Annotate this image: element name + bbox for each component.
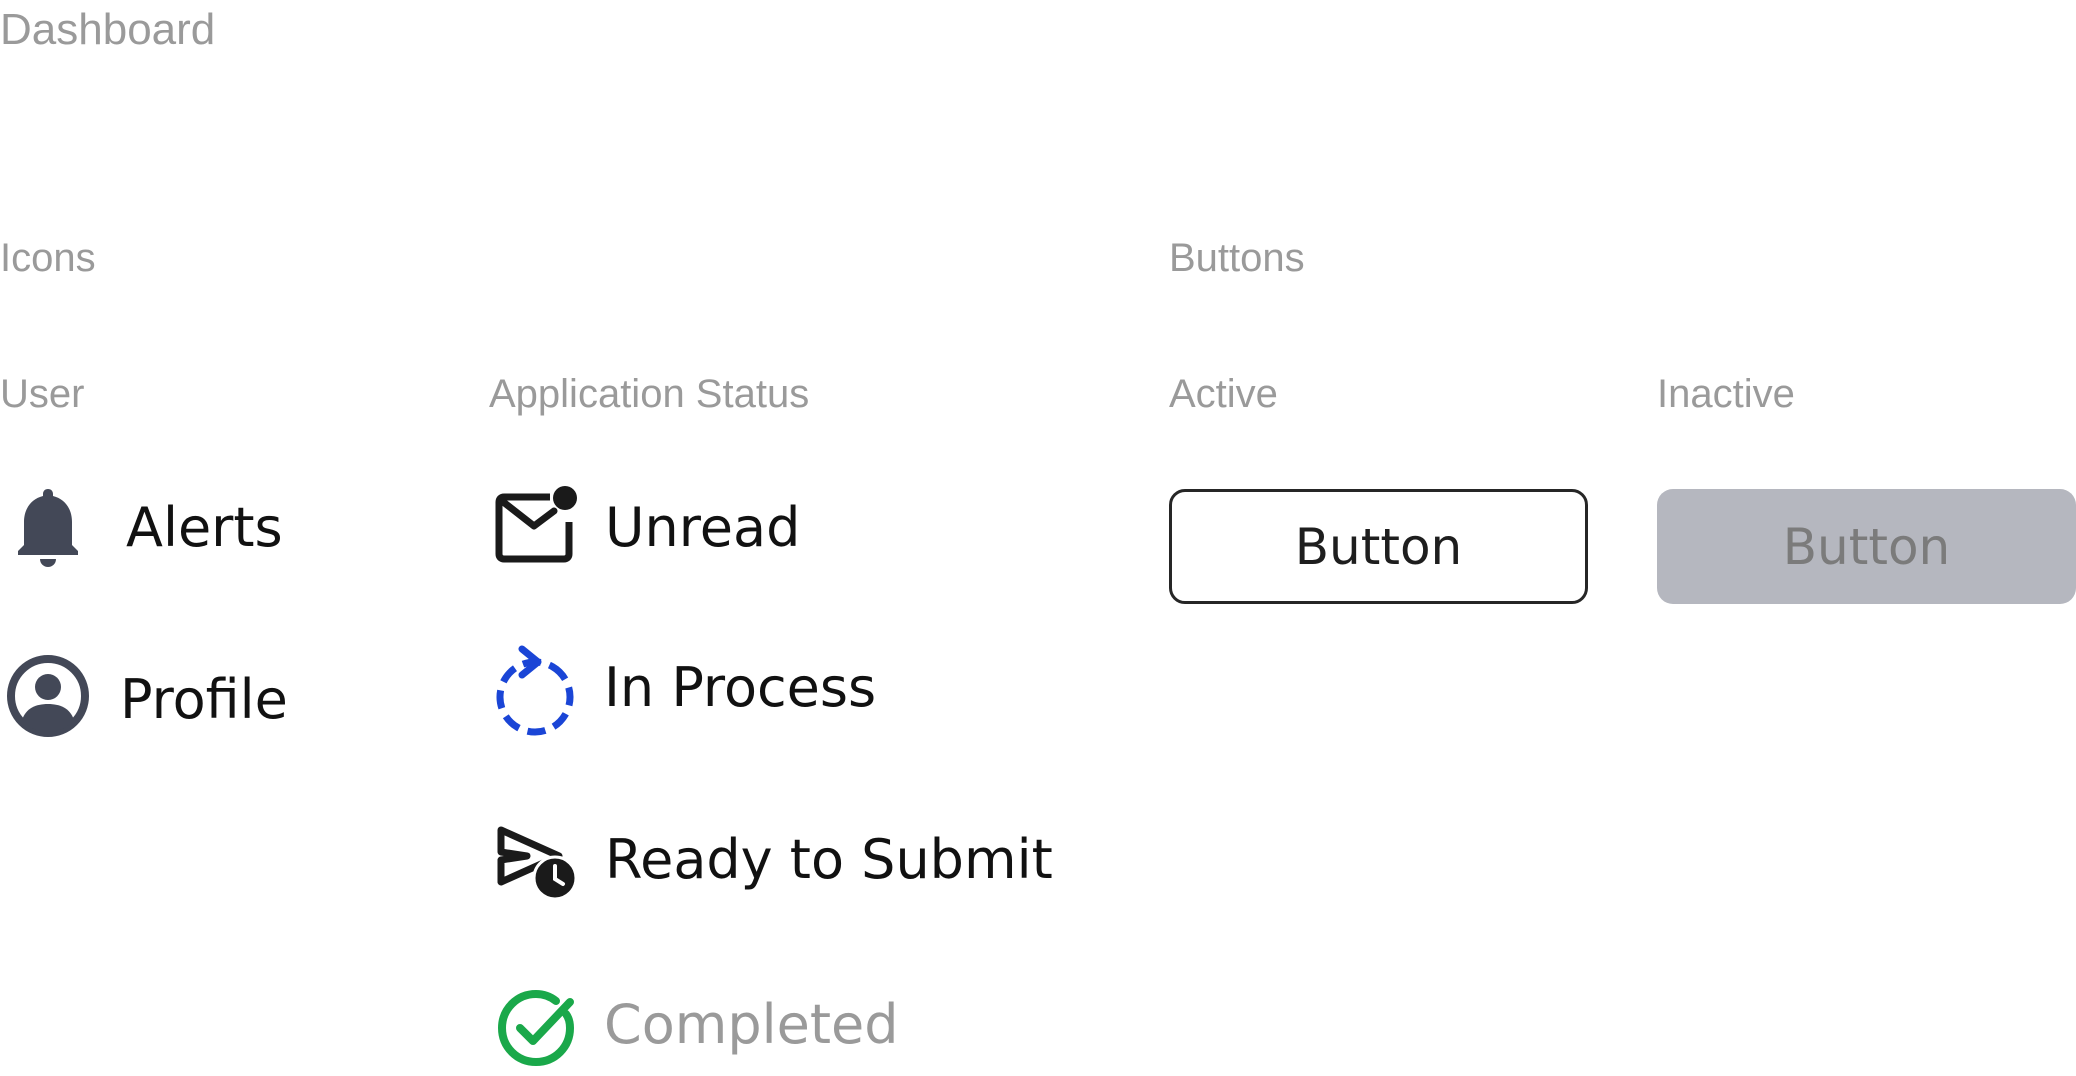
check-circle-icon [497,989,575,1067]
in-process-label: In Process [604,656,877,719]
user-subheading: User [0,372,85,416]
ready-to-submit-label: Ready to Submit [605,828,1053,891]
icons-section-heading: Icons [0,236,96,280]
send-clock-icon [497,826,578,901]
alerts-label: Alerts [126,496,283,559]
user-circle-icon [7,655,89,737]
bell-icon [18,489,78,567]
page-title: Dashboard [0,5,216,54]
active-button[interactable]: Button [1169,489,1588,604]
mail-unread-icon [495,486,577,563]
completed-label: Completed [604,993,899,1056]
inactive-subheading: Inactive [1657,372,1795,416]
refresh-dashed-icon [496,645,574,736]
active-subheading: Active [1169,372,1278,416]
inactive-button: Button [1657,489,2076,604]
application-status-subheading: Application Status [489,372,810,416]
unread-label: Unread [605,496,801,559]
buttons-section-heading: Buttons [1169,236,1305,280]
profile-label: Profile [120,668,288,731]
